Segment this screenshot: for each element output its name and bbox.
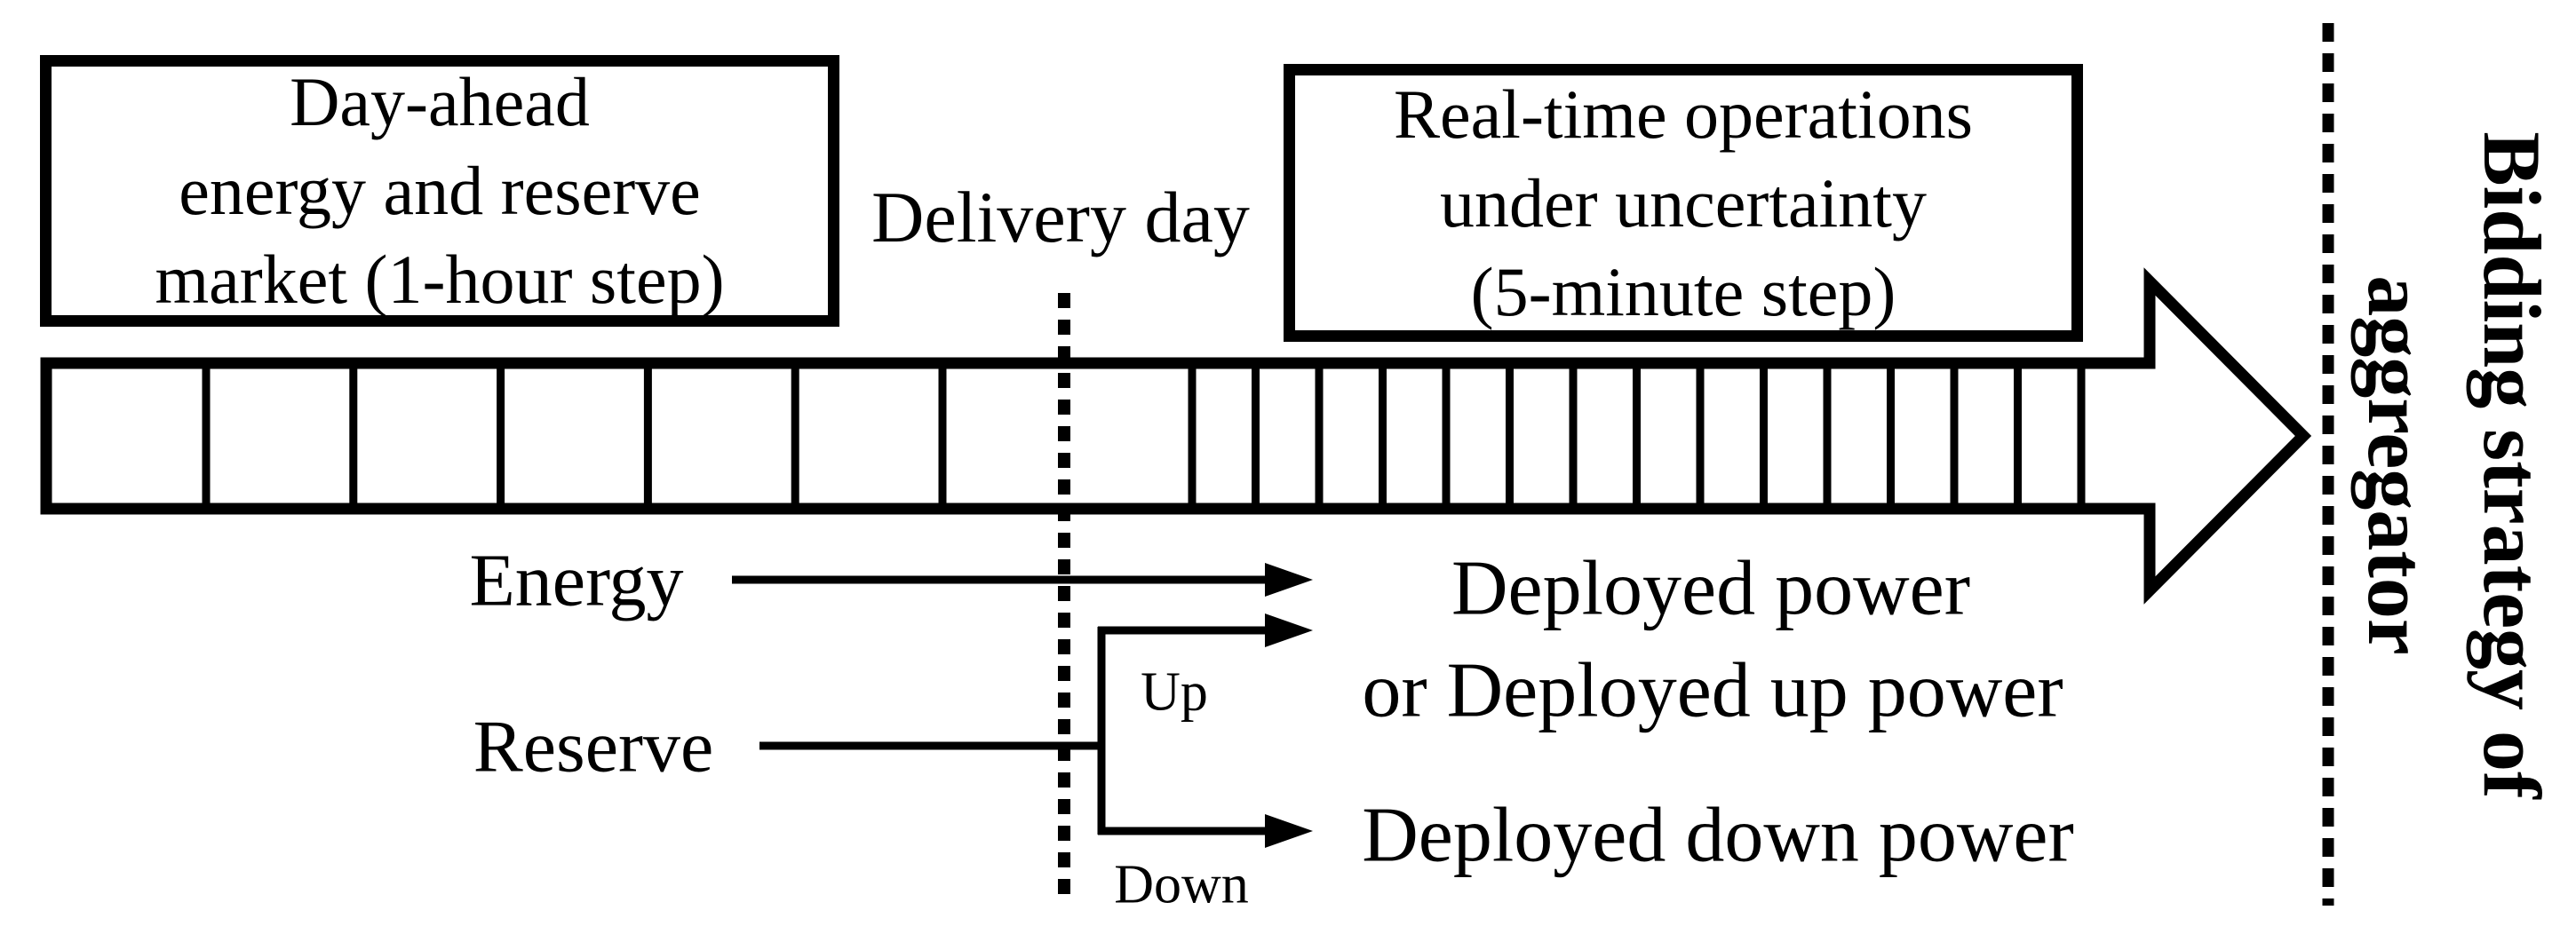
down-branch-label: Down — [1114, 854, 1249, 915]
down-branch-arrow — [1098, 814, 1313, 848]
timeline-block-arrow — [40, 267, 2312, 605]
reserve-label: Reserve — [473, 705, 714, 788]
real-time-line-1: Real-time operations — [1394, 75, 1973, 153]
or-deployed-up-power-label: or Deployed up power — [1362, 647, 2063, 734]
deployed-power-label: Deployed power — [1451, 545, 1971, 632]
up-branch-label: Up — [1141, 661, 1208, 723]
energy-flow-arrow — [732, 563, 1313, 597]
real-time-line-3: (5-minute step) — [1470, 252, 1896, 330]
day-ahead-line-2: energy and reserve — [179, 152, 701, 229]
bidding-strategy-caption-line-2: aggregator — [2351, 275, 2442, 655]
day-ahead-line-3: market (1-hour step) — [155, 241, 725, 318]
energy-label: Energy — [469, 539, 684, 622]
delivery-day-label: Delivery day — [871, 177, 1250, 257]
day-ahead-market-box: Day-ahead energy and reserve market (1-h… — [40, 55, 839, 327]
bidding-strategy-caption-line-1: Bidding strategy of — [2467, 131, 2557, 799]
deployed-down-power-label: Deployed down power — [1362, 792, 2074, 879]
day-ahead-line-1: Day-ahead — [290, 63, 590, 140]
real-time-operations-box: Real-time operations under uncertainty (… — [1284, 64, 2083, 342]
hour-step-ticks — [202, 368, 947, 504]
bidding-strategy-caption: Bidding strategy of aggregator — [2339, 131, 2570, 798]
up-branch-arrow — [1098, 613, 1313, 647]
five-minute-step-ticks — [1188, 368, 2086, 504]
real-time-line-2: under uncertainty — [1440, 163, 1927, 241]
